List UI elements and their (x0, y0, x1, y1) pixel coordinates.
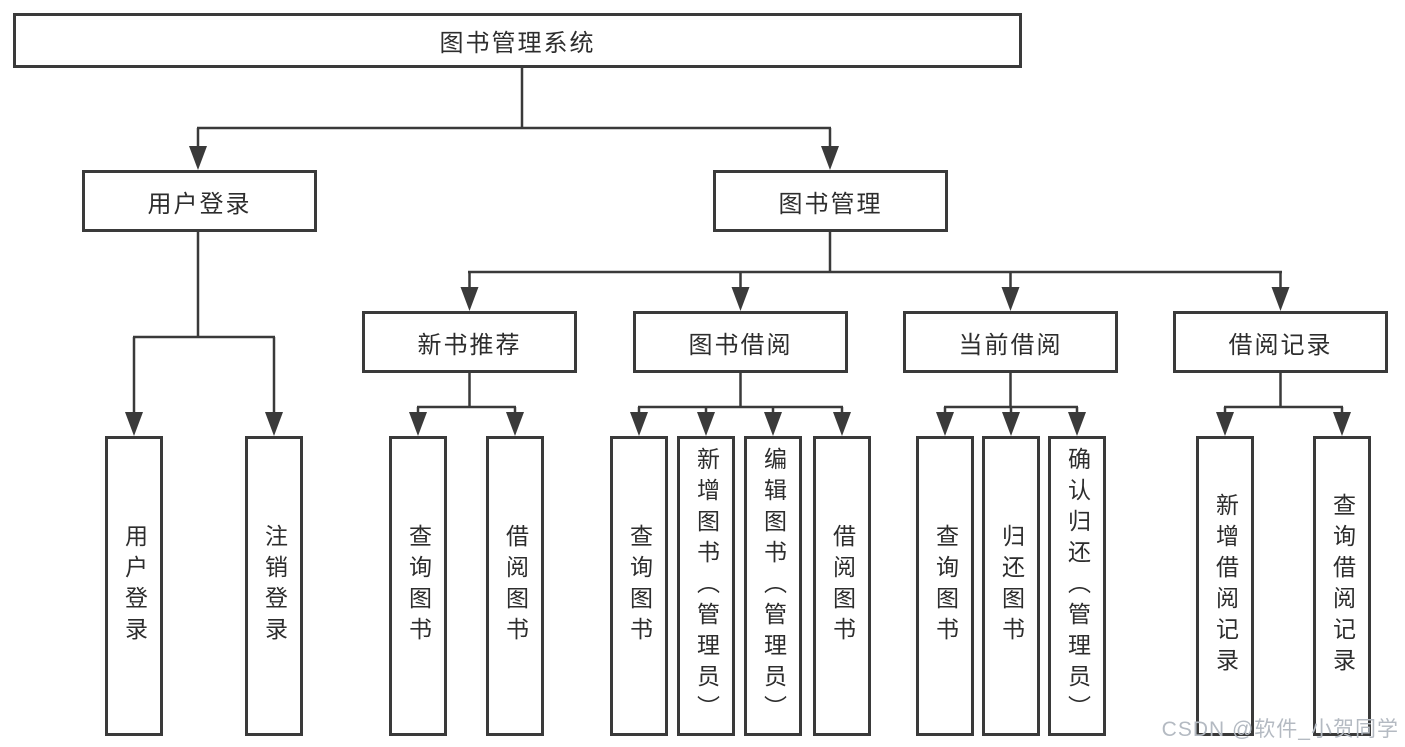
node-user-login: 用户登录 (82, 170, 317, 232)
leaf-current-query-books: 查询图书 (916, 436, 974, 736)
node-book-borrowing: 图书借阅 (633, 311, 848, 373)
leaf-records-query-record-label: 查询借阅记录 (1329, 493, 1356, 679)
node-borrowing-records: 借阅记录 (1173, 311, 1388, 373)
leaf-borrowing-add-books-admin: 新增图书（管理员） (677, 436, 735, 736)
leaf-borrowing-edit-books-admin: 编辑图书（管理员） (744, 436, 802, 736)
leaf-borrowing-borrow-books-label: 借阅图书 (829, 524, 856, 648)
watermark: CSDN @软件_小贺同学 (1161, 718, 1399, 741)
node-root-label: 图书管理系统 (439, 30, 596, 57)
node-book-borrowing-label: 图书借阅 (688, 331, 793, 359)
leaf-borrowing-borrow-books: 借阅图书 (813, 436, 871, 736)
node-user-login-label: 用户登录 (147, 190, 252, 218)
leaf-recommend-borrow-books-label: 借阅图书 (502, 524, 529, 648)
leaf-records-add-record-label: 新增借阅记录 (1212, 493, 1239, 679)
leaf-user-login: 用户登录 (105, 436, 163, 736)
leaf-recommend-borrow-books: 借阅图书 (486, 436, 544, 736)
node-new-book-recommend: 新书推荐 (362, 311, 577, 373)
leaf-borrowing-edit-books-admin-label: 编辑图书（管理员） (760, 446, 787, 726)
leaf-recommend-query-books-label: 查询图书 (405, 524, 432, 648)
leaf-borrowing-query-books: 查询图书 (610, 436, 668, 736)
leaf-current-query-books-label: 查询图书 (932, 524, 959, 648)
node-borrowing-records-label: 借阅记录 (1228, 331, 1333, 359)
node-current-borrowing-label: 当前借阅 (958, 331, 1063, 359)
node-new-book-recommend-label: 新书推荐 (417, 331, 522, 359)
leaf-logout: 注销登录 (245, 436, 303, 736)
leaf-records-query-record: 查询借阅记录 (1313, 436, 1371, 736)
leaf-current-return-books-label: 归还图书 (998, 524, 1025, 648)
node-book-management: 图书管理 (713, 170, 948, 232)
node-root: 图书管理系统 (13, 13, 1022, 68)
leaf-recommend-query-books: 查询图书 (389, 436, 447, 736)
leaf-borrowing-add-books-admin-label: 新增图书（管理员） (693, 446, 720, 726)
leaf-current-confirm-return-admin: 确认归还（管理员） (1048, 436, 1106, 736)
leaf-records-add-record: 新增借阅记录 (1196, 436, 1254, 736)
node-current-borrowing: 当前借阅 (903, 311, 1118, 373)
leaf-user-login-label: 用户登录 (121, 524, 148, 648)
leaf-logout-label: 注销登录 (261, 524, 288, 648)
leaf-current-confirm-return-admin-label: 确认归还（管理员） (1064, 446, 1091, 726)
node-book-management-label: 图书管理 (778, 190, 883, 218)
leaf-current-return-books: 归还图书 (982, 436, 1040, 736)
leaf-borrowing-query-books-label: 查询图书 (626, 524, 653, 648)
